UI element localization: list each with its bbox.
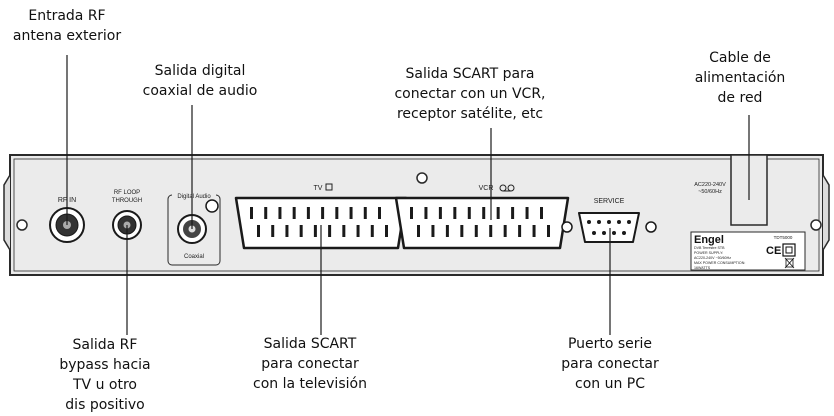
serial-service-connector: SERVICE	[561, 198, 657, 243]
leader-lines	[66, 55, 750, 335]
scart-pin	[342, 225, 346, 237]
digital-audio-label: Digital Audio	[177, 194, 211, 200]
scart-pin	[378, 207, 381, 219]
rating-line-1: DVB Terrestre STB	[694, 246, 725, 250]
scart-pin	[250, 207, 253, 219]
callout-rf-bypass: Salida RF bypass hacia TV u otro dis pos…	[59, 337, 151, 413]
screw-icon	[810, 219, 822, 231]
scart-pin	[547, 225, 550, 237]
scart-pin	[385, 225, 388, 237]
scart-pin	[453, 207, 457, 219]
scart-pin	[370, 225, 374, 237]
scart-pin	[496, 207, 500, 219]
scart-pin	[264, 207, 268, 219]
scart-pin	[292, 207, 296, 219]
ac-rating-1: AC220-240V	[694, 182, 726, 188]
scart-pin	[489, 225, 493, 237]
service-label: SERVICE	[594, 198, 625, 205]
rating-line-4: MAX POWER CONSUMPTION:	[694, 261, 745, 265]
scart-pin	[532, 225, 536, 237]
scart-pin	[271, 225, 275, 237]
scart-pin	[438, 207, 442, 219]
rf-loop-label-1: RF LOOP	[114, 190, 140, 196]
scart-pin	[410, 207, 413, 219]
tv-label: TV	[314, 185, 323, 192]
scart-pin	[540, 207, 543, 219]
scart-pin	[313, 225, 317, 237]
scart-pin	[525, 207, 529, 219]
model-number: TDT5000	[774, 235, 793, 240]
callout-scart-tv: Salida SCART para conectar con la televi…	[253, 336, 367, 392]
scart-pins	[410, 207, 550, 237]
vcr-label: VCR	[479, 185, 494, 192]
scart-tv-connector: TV	[234, 183, 408, 250]
scart-pin	[328, 225, 332, 237]
scart-pin	[335, 207, 339, 219]
rating-label: Engel TDT5000 DVB Terrestre STB POWER SU…	[690, 231, 806, 271]
scart-pin	[482, 207, 486, 219]
scart-pin	[257, 225, 260, 237]
scart-pin	[285, 225, 289, 237]
scart-pin	[460, 225, 464, 237]
scart-pin	[474, 225, 478, 237]
scart-pin	[321, 207, 325, 219]
scart-pin	[363, 207, 367, 219]
scart-pin	[431, 225, 435, 237]
scart-pin	[278, 207, 282, 219]
scart-pin	[518, 225, 522, 237]
scart-pin	[349, 207, 353, 219]
scart-vcr-connector: VCR	[394, 184, 570, 250]
scart-pin	[445, 225, 449, 237]
weee-bin-icon	[784, 257, 795, 269]
scart-pin	[299, 225, 303, 237]
ce-mark-icon: CE	[766, 245, 781, 257]
scart-pin	[356, 225, 360, 237]
scart-pin	[467, 207, 471, 219]
callout-digital-audio: Salida digital coaxial de audio	[142, 63, 258, 99]
rating-line-3: AC220-240V ~50/60Hz	[694, 256, 731, 260]
scart-pin	[424, 207, 428, 219]
ac-rating-2: ~50/60Hz	[698, 189, 722, 195]
scart-pin	[306, 207, 310, 219]
ground-screw-icon	[416, 172, 428, 184]
brand-logo: Engel	[694, 234, 724, 246]
scart-pin	[503, 225, 507, 237]
scart-pins	[250, 207, 388, 237]
rf-loop-label-2: THROUGH	[112, 198, 142, 204]
rating-line-2: POWER SUPPLY:	[694, 251, 723, 255]
coaxial-label: Coaxial	[184, 254, 204, 260]
cassette-icon	[499, 184, 515, 192]
double-insulation-icon	[782, 243, 796, 257]
rating-line-5: 16WATTS	[694, 266, 711, 270]
callout-scart-vcr: Salida SCART para conectar con un VCR, r…	[394, 66, 546, 122]
screw-icon	[16, 219, 28, 231]
scart-pin	[511, 207, 515, 219]
callout-rf-in: Entrada RF antena exterior	[12, 8, 122, 44]
tv-icon	[325, 183, 333, 191]
callout-serial-port: Puerto serie para conectar con un PC	[561, 336, 659, 392]
callout-power-cable: Cable de alimentación de red	[694, 50, 786, 106]
scart-pin	[417, 225, 420, 237]
